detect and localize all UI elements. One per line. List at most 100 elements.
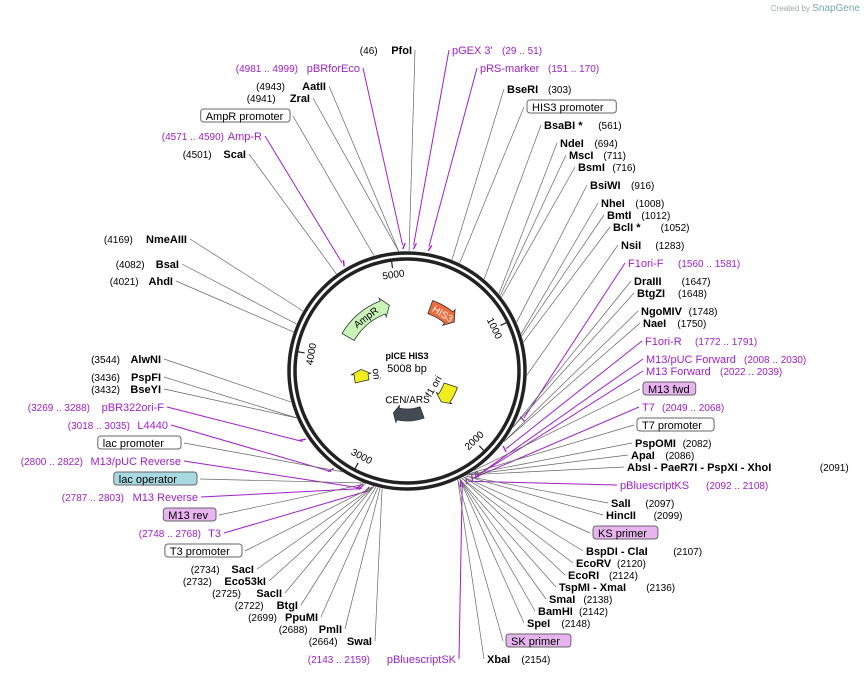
label-zrai[interactable]: ZraI(4941)	[247, 93, 310, 105]
label-name: pRS-marker	[480, 63, 540, 75]
leader-line	[459, 478, 547, 600]
label-bsiwi[interactable]: BsiWI(916)	[590, 180, 654, 192]
label-name: SalI	[611, 498, 631, 510]
label-bseyi[interactable]: BseYI(3432)	[91, 384, 161, 396]
label-f1ori-f[interactable]: F1ori-F(1560 .. 1581)	[628, 258, 740, 270]
label-aatii[interactable]: AatII(4943)	[256, 81, 326, 93]
feature-arrow-his3	[427, 300, 456, 327]
tick-mark	[353, 462, 359, 471]
primer-mark	[427, 245, 433, 252]
label-t3-promoter[interactable]: T3 promoter	[164, 543, 243, 558]
label-spei[interactable]: SpeI(2148)	[527, 618, 590, 630]
label-t7-promoter[interactable]: T7 promoter	[636, 417, 715, 432]
label-pbluescriptks[interactable]: pBluescriptKS(2092 .. 2108)	[620, 480, 768, 492]
label-sk-primer[interactable]: SK primer	[505, 633, 572, 648]
label-bcli[interactable]: BclI *(1052)	[613, 222, 690, 234]
label-pmli[interactable]: PmlI(2688)	[279, 624, 342, 636]
label-saci[interactable]: SacI(2734)	[191, 564, 254, 576]
label-ampr-promoter[interactable]: AmpR promoter	[200, 108, 291, 123]
label-position: (4941)	[247, 94, 276, 105]
label-pspfi[interactable]: PspFI(3436)	[91, 372, 161, 384]
label-ecorv[interactable]: EcoRV(2120)	[576, 558, 646, 570]
leader-line	[458, 484, 463, 660]
label-pgex-3[interactable]: pGEX 3'(29 .. 51)	[452, 45, 542, 57]
label-absi-paer7i-pspxi-xhoi[interactable]: AbsI - PaeR7I - PspXI - XhoI(2091)	[627, 462, 849, 474]
label-pfoi[interactable]: PfoI(46)	[360, 45, 412, 57]
label-smai[interactable]: SmaI(2138)	[549, 594, 612, 606]
label-bmti[interactable]: BmtI(1012)	[607, 210, 670, 222]
label-m13-puc-forward[interactable]: M13/pUC Forward(2008 .. 2030)	[646, 354, 806, 366]
label-his3-promoter[interactable]: HIS3 promoter	[526, 99, 617, 114]
label-pbrforeco[interactable]: pBRforEco(4981 .. 4999)	[236, 63, 360, 75]
label-tspmi-xmai[interactable]: TspMI - XmaI(2136)	[559, 582, 675, 594]
label-name: AbsI - PaeR7I - PspXI - XhoI	[627, 462, 771, 474]
label-sali[interactable]: SalI(2097)	[611, 498, 674, 510]
label-scai[interactable]: ScaI(4501)	[183, 149, 246, 161]
feature-arrow-ori	[350, 368, 372, 384]
leader-line	[268, 486, 375, 582]
label-lac-promoter[interactable]: lac promoter	[97, 435, 182, 450]
label-btgzi[interactable]: BtgZI(1648)	[637, 288, 707, 300]
feature-arrow-ampr	[341, 297, 390, 342]
label-ahdi[interactable]: AhdI(4021)	[110, 276, 173, 288]
label-l4440[interactable]: L4440(3018 .. 3035)	[68, 420, 168, 432]
label-position: (711)	[603, 151, 626, 162]
label-swai[interactable]: SwaI(2664)	[309, 636, 372, 648]
label-nhei[interactable]: NheI(1008)	[601, 198, 664, 210]
primer-mark	[342, 259, 345, 267]
leader-line	[163, 358, 292, 403]
label-draiii[interactable]: DraIII(1647)	[634, 276, 711, 288]
label-bsabi[interactable]: BsaBI *(561)	[544, 120, 622, 132]
label-position: (2136)	[646, 583, 675, 594]
label-msci[interactable]: MscI(711)	[569, 150, 626, 162]
label-bsmi[interactable]: BsmI(716)	[578, 162, 636, 174]
label-m13-fwd[interactable]: M13 fwd	[642, 381, 697, 396]
label-ndei[interactable]: NdeI(694)	[560, 138, 618, 150]
label-pspomi[interactable]: PspOMI(2082)	[635, 438, 712, 450]
label-name: L4440	[137, 420, 168, 432]
label-xbai[interactable]: XbaI(2154)	[487, 654, 550, 666]
label-bseri[interactable]: BseRI(303)	[507, 84, 571, 96]
label-m13-forward[interactable]: M13 Forward(2022 .. 2039)	[646, 366, 782, 378]
label-bspdi-clai[interactable]: BspDI - ClaI(2107)	[586, 546, 702, 558]
label-eco53ki[interactable]: Eco53kI(2732)	[183, 576, 266, 588]
label-name: pBRforEco	[307, 63, 360, 75]
label-bamhi[interactable]: BamHI(2142)	[538, 606, 608, 618]
label-apai[interactable]: ApaI(2086)	[631, 450, 694, 462]
label-f1ori-r[interactable]: F1ori-R(1772 .. 1791)	[645, 336, 757, 348]
label-lac-operator[interactable]: lac operator	[113, 471, 198, 486]
label-m13-reverse[interactable]: M13 Reverse(2787 .. 2803)	[62, 492, 198, 504]
label-position: (2049 .. 2068)	[662, 403, 724, 414]
label-nsii[interactable]: NsiI(1283)	[621, 240, 684, 252]
label-sacii[interactable]: SacII(2725)	[212, 588, 282, 600]
label-prs-marker[interactable]: pRS-marker(151 .. 170)	[480, 63, 599, 75]
label-t7[interactable]: T7(2049 .. 2068)	[642, 402, 724, 414]
label-name: BspDI - ClaI	[586, 546, 648, 558]
feature-box	[200, 108, 291, 123]
plasmid-size: 5008 bp	[387, 363, 427, 375]
tick-label: 5000	[382, 268, 406, 282]
label-m13-puc-reverse[interactable]: M13/pUC Reverse(2800 .. 2822)	[21, 456, 181, 468]
label-ppumi[interactable]: PpuMI(2699)	[248, 612, 318, 624]
label-naei[interactable]: NaeI(1750)	[643, 318, 706, 330]
label-nmeaiii[interactable]: NmeAIII(4169)	[104, 234, 187, 246]
tick-mark	[478, 445, 486, 452]
label-pbluescriptsk[interactable]: pBluescriptSK(2143 .. 2159)	[308, 654, 457, 666]
label-bsai[interactable]: BsaI(4082)	[116, 259, 179, 271]
label-t3[interactable]: T3(2748 .. 2768)	[139, 528, 221, 540]
label-position: (1052)	[661, 223, 690, 234]
label-pbr322ori-f[interactable]: pBR322ori-F(3269 .. 3288)	[28, 402, 165, 414]
label-amp-r[interactable]: Amp-R(4571 .. 4590)	[162, 131, 262, 143]
label-m13-rev[interactable]: M13 rev	[162, 507, 217, 522]
label-name: SacII	[256, 588, 282, 600]
primer-mark	[412, 243, 417, 250]
label-btgi[interactable]: BtgI(2722)	[235, 600, 298, 612]
label-ecori[interactable]: EcoRI(2124)	[568, 570, 638, 582]
leader-line	[374, 488, 383, 642]
label-hincii[interactable]: HincII(2099)	[606, 510, 683, 522]
leader-line	[521, 214, 605, 337]
label-alwni[interactable]: AlwNI(3544)	[91, 354, 161, 366]
leader-line	[328, 85, 399, 252]
label-ks-primer[interactable]: KS primer	[592, 525, 659, 540]
label-ngomiv[interactable]: NgoMIV(1748)	[641, 306, 718, 318]
